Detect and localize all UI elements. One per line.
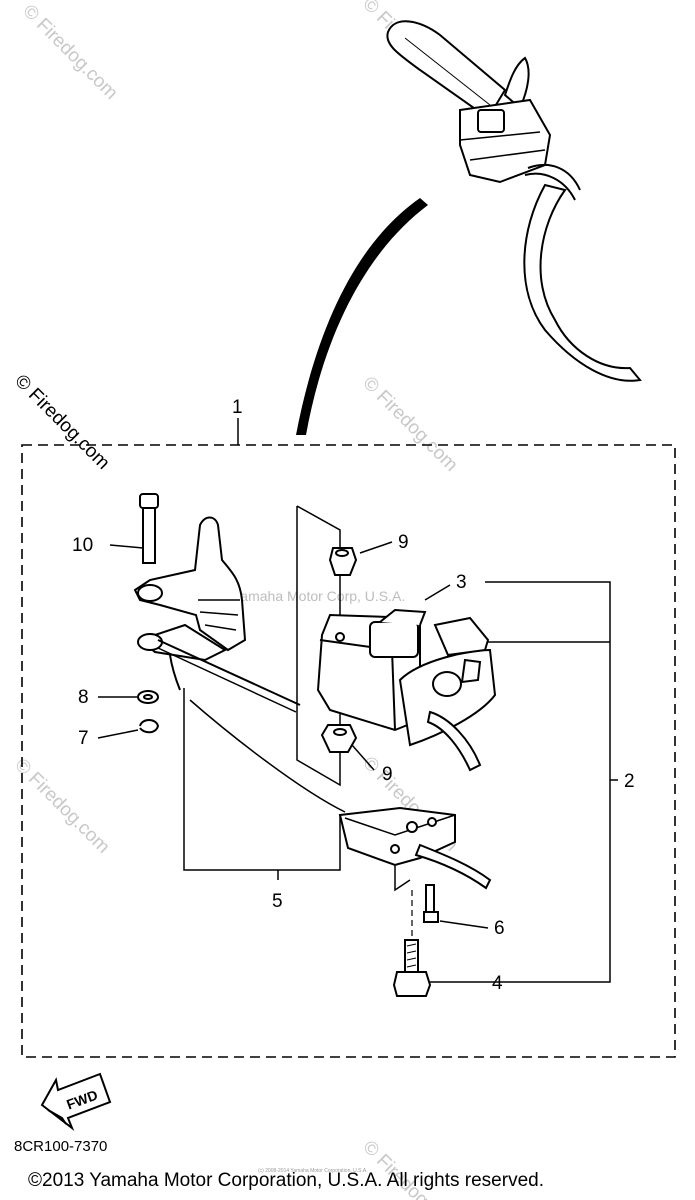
throttle-cable	[296, 198, 428, 435]
callout-1: 1	[232, 397, 243, 418]
fwd-arrow: FWD	[40, 1072, 112, 1132]
copyright-notice: ©2013 Yamaha Motor Corporation, U.S.A. A…	[28, 1170, 544, 1191]
assembly-boundary	[21, 444, 676, 1058]
part-number: 8CR100-7370	[14, 1138, 108, 1155]
handlebar-illustration	[386, 20, 642, 382]
watermark-lower-left: © Firedog.com	[10, 755, 113, 858]
bracket-right	[430, 581, 618, 983]
part-5-lower-switch	[338, 806, 492, 892]
switch-housing-top	[459, 98, 552, 184]
part-8-washer	[98, 690, 159, 704]
throttle-lever-top	[503, 56, 530, 110]
callout-5: 5	[272, 891, 283, 912]
part-10-bolt	[109, 493, 159, 564]
callout-4: 4	[492, 973, 503, 994]
watermark-corp: Yamaha Motor Corp, U.S.A.	[232, 588, 405, 604]
watermark-mid-left: © Firedog.com	[10, 371, 113, 474]
cable-lower	[189, 699, 346, 813]
handlebar-tube	[523, 183, 642, 382]
callout-8: 8	[78, 687, 89, 708]
bracket-part-5	[183, 688, 341, 871]
bracket-switch	[296, 505, 341, 787]
part-9-grommet-bottom	[320, 724, 375, 771]
part-7-clip	[97, 719, 160, 739]
callout-9-bottom: 9	[382, 764, 393, 785]
part-4-bolt	[392, 939, 432, 997]
link-rod	[157, 639, 301, 706]
tiny-credit: (c) 2008-2014 Yamaha Motor Corporation, …	[258, 1168, 368, 1174]
callout-2: 2	[624, 771, 635, 792]
callout-7: 7	[78, 728, 89, 749]
callout-3: 3	[456, 572, 467, 593]
part-9-grommet-top	[328, 541, 393, 576]
watermark-mid-right: © Firedog.com	[358, 373, 461, 476]
callout-9-top: 9	[398, 532, 409, 553]
watermark-top-left: © Firedog.com	[18, 1, 121, 104]
callout-10: 10	[72, 535, 93, 556]
part-6-screw	[423, 884, 489, 929]
part-3-switch-housing	[316, 584, 497, 772]
callout-6: 6	[494, 918, 505, 939]
callouts: 1 2 3 4 5 6 7 8 9 9 10	[72, 397, 635, 994]
fwd-arrow-icon	[40, 1072, 112, 1132]
